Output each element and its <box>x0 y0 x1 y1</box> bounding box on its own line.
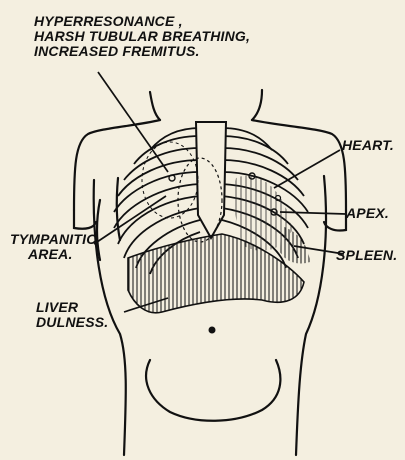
tympanitic-line-1: TYMPANITIC <box>10 232 97 247</box>
sternum <box>196 122 226 238</box>
tympanitic-area-label: TYMPANITIC AREA. <box>10 232 97 262</box>
label-line-2: HARSH TUBULAR BREATHING, <box>34 29 250 44</box>
top-finding-label: HYPERRESONANCE , HARSH TUBULAR BREATHING… <box>34 14 250 59</box>
apex-label: APEX. <box>346 206 389 221</box>
spleen-label: SPLEEN. <box>336 248 397 263</box>
liver-line-1: LIVER <box>36 300 108 315</box>
tympanitic-line-2: AREA. <box>10 247 97 262</box>
label-line-1: HYPERRESONANCE , <box>34 14 250 29</box>
liver-dulness-label: LIVER DULNESS. <box>36 300 108 330</box>
heart-label: HEART. <box>342 138 394 153</box>
navel <box>209 327 216 334</box>
spleen-area <box>280 226 310 264</box>
label-line-3: INCREASED FREMITUS. <box>34 44 250 59</box>
liver-line-2: DULNESS. <box>36 315 108 330</box>
